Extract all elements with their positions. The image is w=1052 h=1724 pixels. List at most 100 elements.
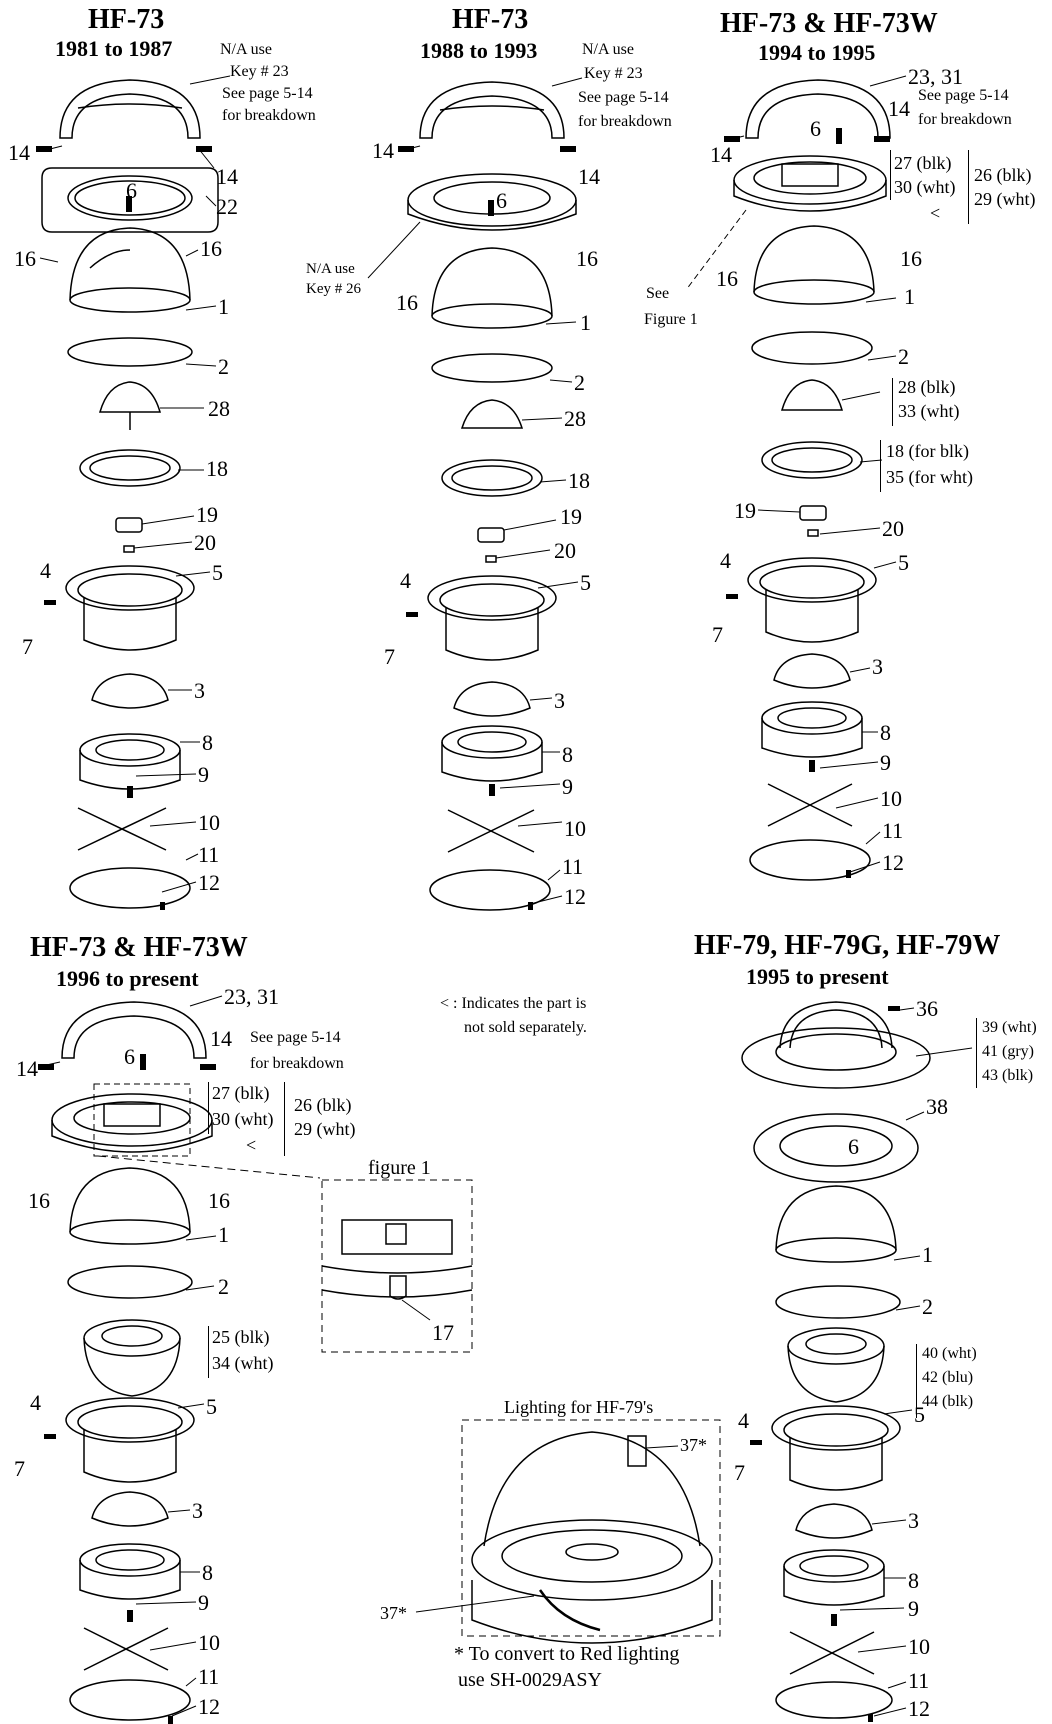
s2-part-label: 28	[564, 406, 586, 431]
s2-part-label: 9	[562, 774, 573, 799]
lighting-part-bottom: 37*	[380, 1603, 407, 1623]
s1-part-label: 5	[212, 560, 223, 585]
s4-part-label: 27 (blk)	[212, 1083, 270, 1103]
s5-part-label: 7	[734, 1460, 745, 1485]
s2-clip	[477, 527, 505, 543]
s5-bracket	[789, 1631, 875, 1675]
s4-part-label: 16	[208, 1188, 230, 1213]
s2-part-label: 8	[562, 742, 573, 767]
s3-pin	[807, 529, 819, 537]
s5-part-label: 38	[926, 1094, 948, 1119]
bracket	[968, 150, 969, 224]
s4-note3: See page 5-14	[250, 1029, 341, 1046]
bracket	[890, 150, 891, 200]
lighting-part-top: 37*	[680, 1435, 707, 1455]
s2-part-label: 2	[574, 370, 585, 395]
s4-note4: for breakdown	[250, 1055, 344, 1072]
s5-part-label: 12	[908, 1696, 930, 1721]
s3-part-label: 1	[904, 284, 915, 309]
s1-part-label: 20	[194, 530, 216, 555]
s4-gasket	[67, 1265, 193, 1299]
s3-part-label: 4	[720, 548, 731, 573]
s1-part-label: 11	[198, 842, 220, 867]
s4-leader-lines	[41, 995, 321, 1717]
s4-compass	[83, 1319, 181, 1397]
s3-bowl	[747, 557, 877, 643]
s2-note4: for breakdown	[578, 113, 672, 130]
s3-part-label: 3	[872, 654, 883, 679]
s3-part-label: 30 (wht)	[894, 177, 956, 197]
s2-na-use: N/A use	[306, 261, 355, 277]
s5-part-label: 40 (wht)	[922, 1345, 977, 1362]
s3-label-23-31: 23, 31	[908, 64, 963, 89]
s2-na-key: Key # 26	[306, 281, 361, 297]
s3-bezel	[733, 155, 887, 212]
s2-ring	[441, 459, 543, 497]
s5-part-label: 39 (wht)	[982, 1019, 1037, 1036]
s5-part-label: 36	[916, 996, 938, 1021]
s4-bracket	[83, 1627, 169, 1671]
s4-part-label: <	[246, 1135, 257, 1155]
s3-part-label: 2	[898, 344, 909, 369]
s1-part-label: 6	[126, 178, 137, 203]
s1-bowl	[65, 565, 195, 651]
s4-part-label: 2	[218, 1274, 229, 1299]
s1-part-label: 2	[218, 354, 229, 379]
s2-card	[460, 399, 524, 429]
s2-mount-ring	[441, 725, 543, 782]
s3-mount-ring	[761, 701, 863, 758]
s2-part-label: 16	[396, 290, 418, 315]
s3-part-label: 9	[880, 750, 891, 775]
figure1-box	[321, 1179, 473, 1353]
s3-model-title: HF-73 & HF-73W	[720, 8, 938, 39]
s2-note2: Key # 23	[584, 65, 643, 82]
s3-figure1-ref: Figure 1	[644, 311, 698, 328]
s2-part-label: 16	[576, 246, 598, 271]
s1-part-label: 12	[198, 870, 220, 895]
s3-card	[781, 379, 843, 411]
s3-part-label: 11	[882, 818, 904, 843]
s3-part-label: 18 (for blk)	[886, 441, 969, 461]
s2-plate	[429, 869, 551, 911]
s5-bowl	[771, 1405, 901, 1491]
s3-part-label: 6	[810, 116, 821, 141]
s1-card	[99, 381, 161, 430]
s2-gasket	[431, 353, 553, 383]
s5-part-label: 42 (blu)	[922, 1369, 974, 1386]
bracket	[208, 1082, 209, 1134]
s3-part-label: 35 (for wht)	[886, 467, 973, 487]
s2-years: 1988 to 1993	[420, 38, 538, 63]
s3-part-label: 33 (wht)	[898, 401, 960, 421]
s1-gasket	[67, 337, 193, 367]
s4-part-label: 11	[198, 1664, 220, 1689]
s4-part-label: 1	[218, 1222, 229, 1247]
s4-part-label: 9	[198, 1590, 209, 1615]
s2-part-label: 14	[578, 164, 600, 189]
s3-part-label: 14	[888, 96, 910, 121]
s4-part-label: 8	[202, 1560, 213, 1585]
s3-part-label: 16	[900, 246, 922, 271]
legend-line2: not sold separately.	[464, 1019, 587, 1036]
s1-part-label: 16	[200, 236, 222, 261]
s1-part-label: 14	[216, 164, 238, 189]
s4-bowl	[65, 1397, 195, 1483]
s3-part-label: <	[930, 203, 941, 223]
s5-part-label: 2	[922, 1294, 933, 1319]
s3-plate	[749, 839, 871, 881]
s1-part-label: 1	[218, 294, 229, 319]
s3-dome	[753, 225, 875, 305]
s3-see: See	[646, 285, 670, 302]
s2-part-label: 14	[372, 138, 394, 163]
s5-part-label: 5	[914, 1402, 925, 1427]
bracket	[208, 1326, 209, 1378]
s4-part-label: 6	[124, 1044, 135, 1069]
s1-part-label: 9	[198, 762, 209, 787]
s3-ring	[761, 441, 863, 479]
s5-part-label: 4	[738, 1408, 749, 1433]
bracket	[976, 1018, 977, 1088]
s3-part-label: 29 (wht)	[974, 189, 1036, 209]
s3-part-label: 8	[880, 720, 891, 745]
s5-plate	[775, 1681, 893, 1719]
s1-pin	[123, 545, 135, 553]
s2-pin	[485, 555, 497, 563]
